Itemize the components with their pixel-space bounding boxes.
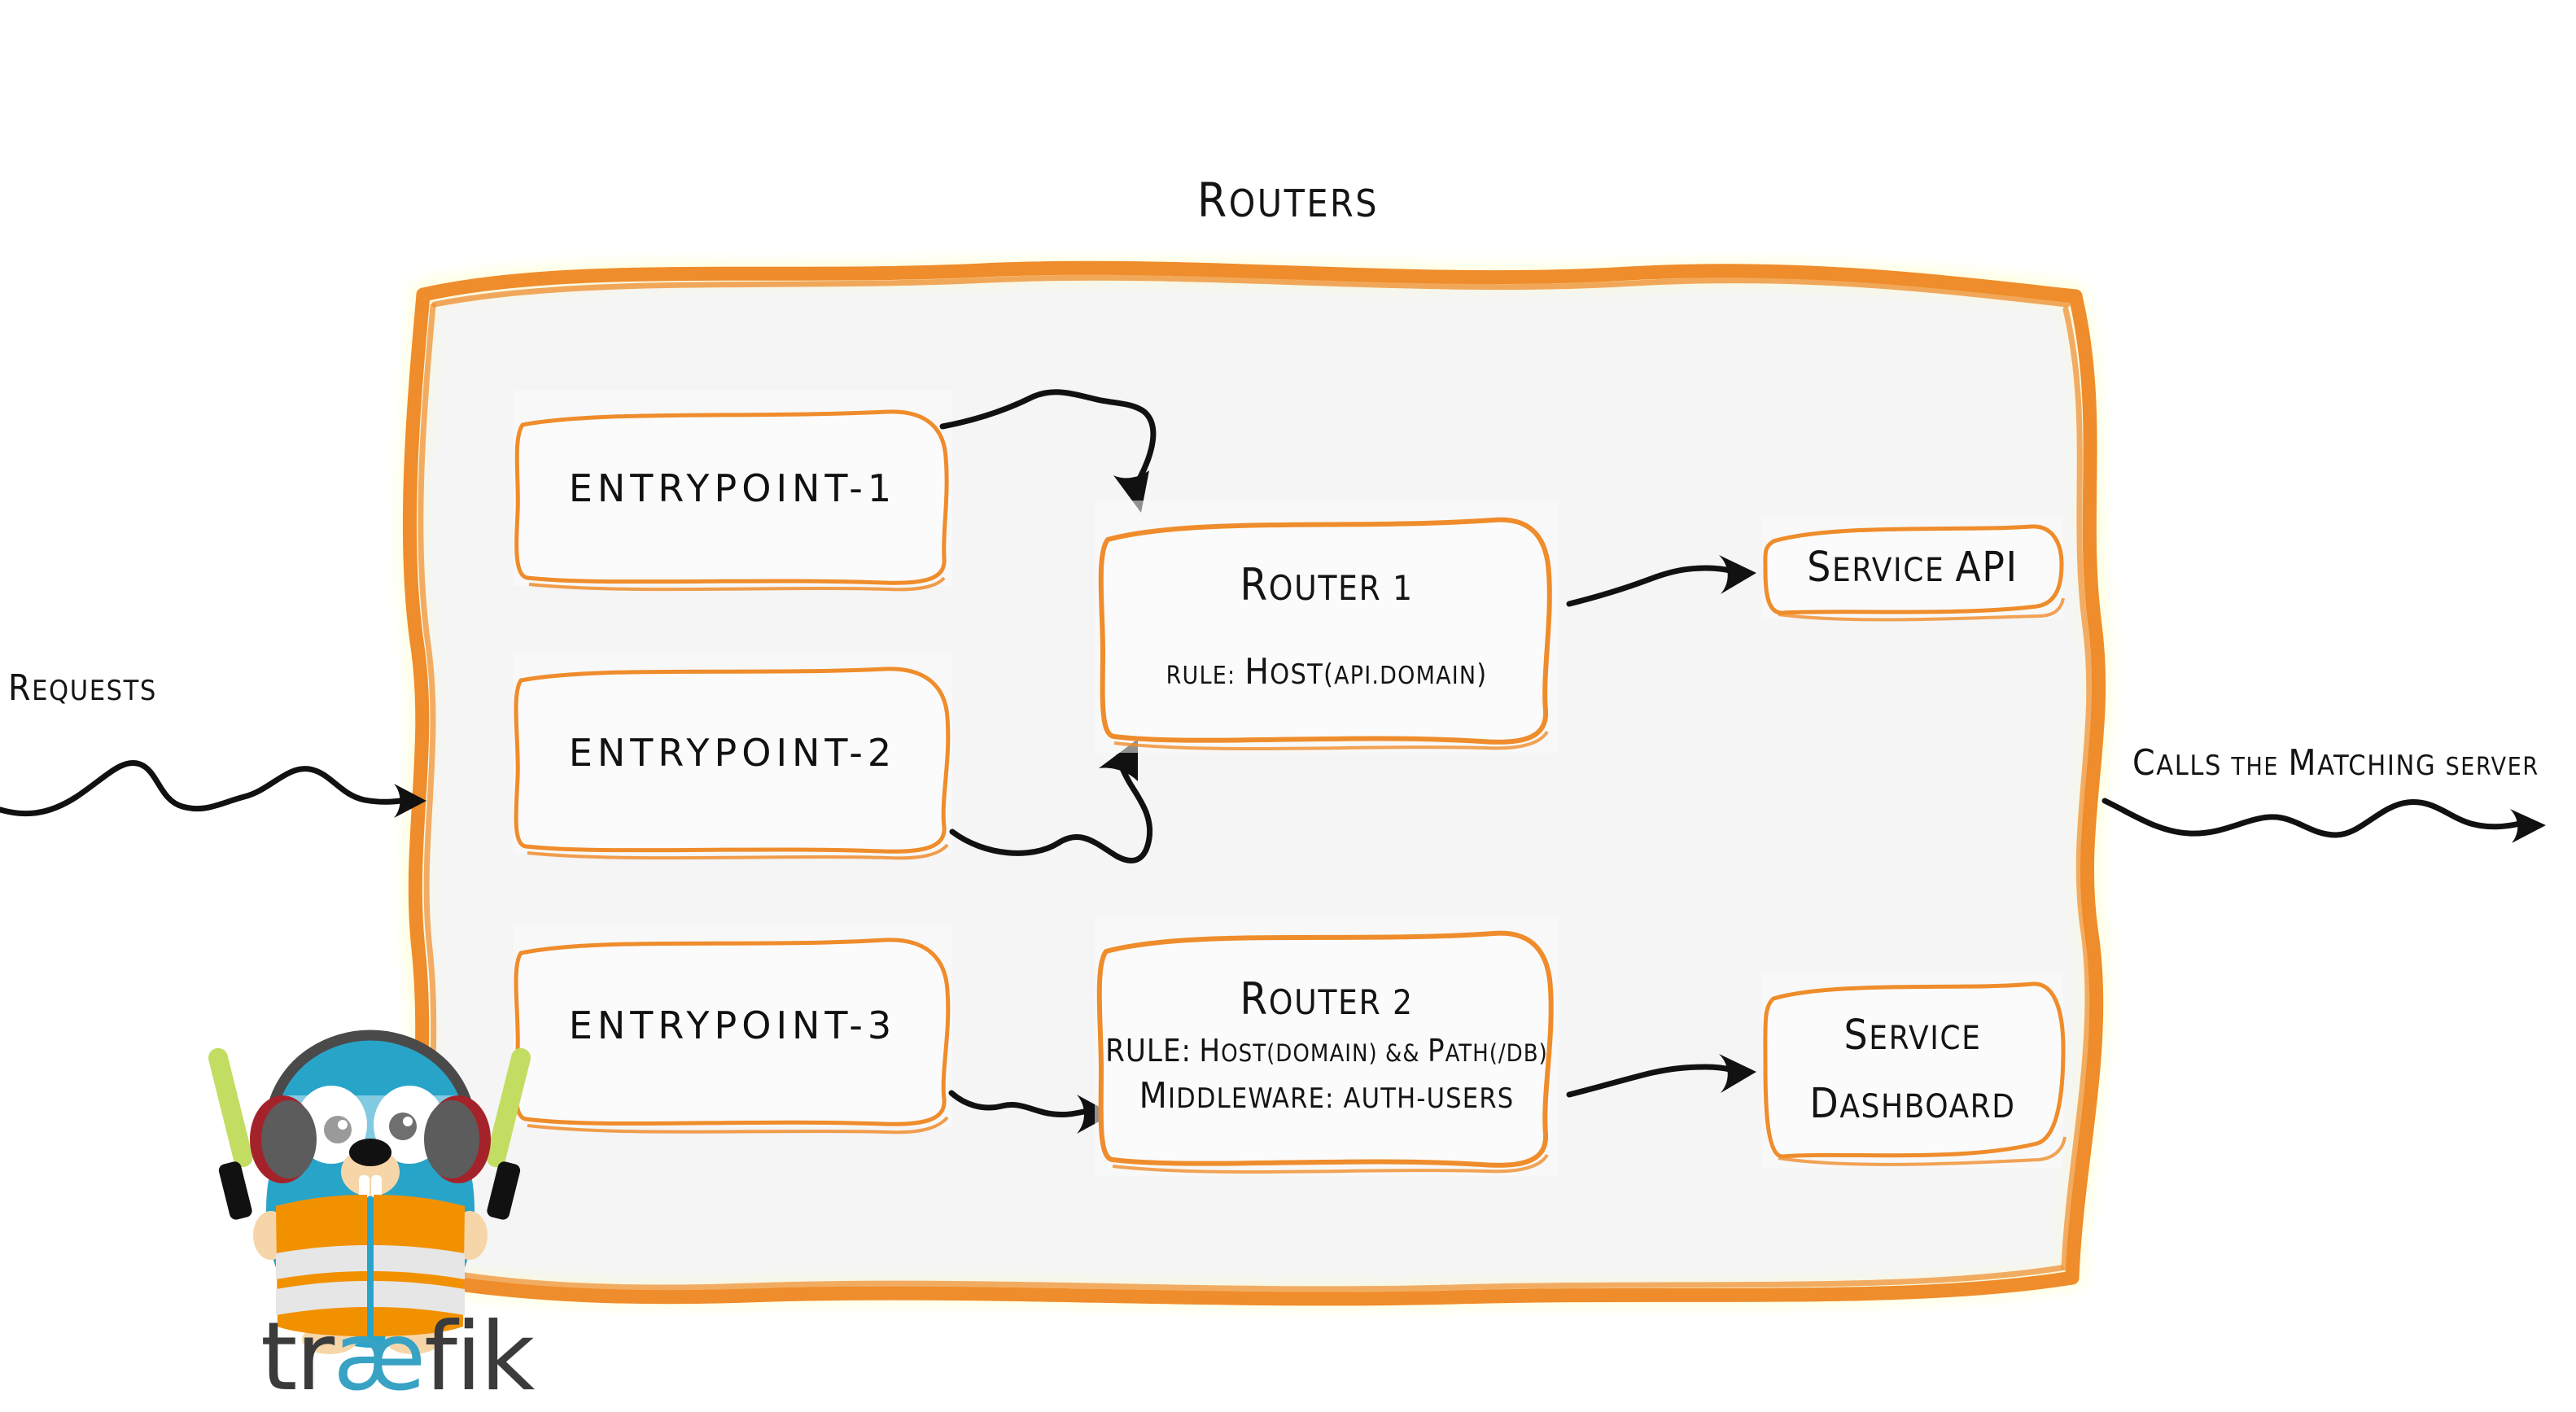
router-1-title: ROUTER 1 [1240,558,1414,610]
entrypoint-3-box[interactable]: entrypoint-3 [513,924,952,1134]
service-dashboard-label-line2: DASHBOARD [1809,1080,2016,1128]
router-2-middleware: MIDDLEWARE: AUTH-USERS [1139,1075,1515,1117]
traefik-logo: træfik [260,1310,535,1405]
entrypoint-1-box[interactable]: entrypoint-1 [513,391,952,592]
matching-server-arrow [2101,798,2546,843]
entrypoint-1-label: entrypoint-1 [568,466,897,510]
service-dashboard-label-line1: SERVICE [1843,1012,1982,1060]
router-1-rule: RULE: HOST(API.DOMAIN) [1166,651,1488,693]
wand-right [486,1047,531,1220]
requests-label: REQUESTS [8,667,157,709]
service-api-box[interactable]: SERVICE API [1762,517,2065,622]
gopher-safety-vest [276,1195,465,1336]
service-api-label: SERVICE API [1807,543,2018,592]
connector-entrypoint1-router1 [939,389,1157,513]
connector-router1-service-api [1566,555,1756,607]
page-title: ROUTERS [1196,173,1380,228]
gopher-nose [349,1139,391,1166]
entrypoint-2-label: entrypoint-2 [568,730,897,775]
logo-part-3: fik [424,1302,535,1412]
wand-left [208,1047,253,1220]
router-1-box[interactable]: ROUTER 1 RULE: HOST(API.DOMAIN) [1095,501,1559,753]
router-2-box[interactable]: ROUTER 2 RULE: HOST(DOMAIN) && PATH(/DB)… [1095,916,1559,1176]
gopher-headphone-cup-left [250,1095,317,1183]
router-2-rule: RULE: HOST(DOMAIN) && PATH(/DB) [1105,1033,1548,1069]
logo-part-ae: æ [333,1302,426,1412]
entrypoint-2-box[interactable]: entrypoint-2 [513,651,952,860]
matching-server-label: CALLS THE MATCHING SERVER [2132,742,2539,784]
logo-part-1: tr [260,1302,335,1412]
gopher-headphone-band [265,1029,475,1119]
gopher-headphone-cup-right [424,1095,491,1183]
connector-router2-service-dashboard [1566,1054,1756,1098]
service-dashboard-box[interactable]: SERVICE DASHBOARD [1762,973,2066,1168]
entrypoint-3-label: entrypoint-3 [568,1003,897,1047]
router-2-title: ROUTER 2 [1240,973,1414,1025]
traefik-gopher-mascot [208,1029,531,1354]
requests-arrow [0,760,426,818]
